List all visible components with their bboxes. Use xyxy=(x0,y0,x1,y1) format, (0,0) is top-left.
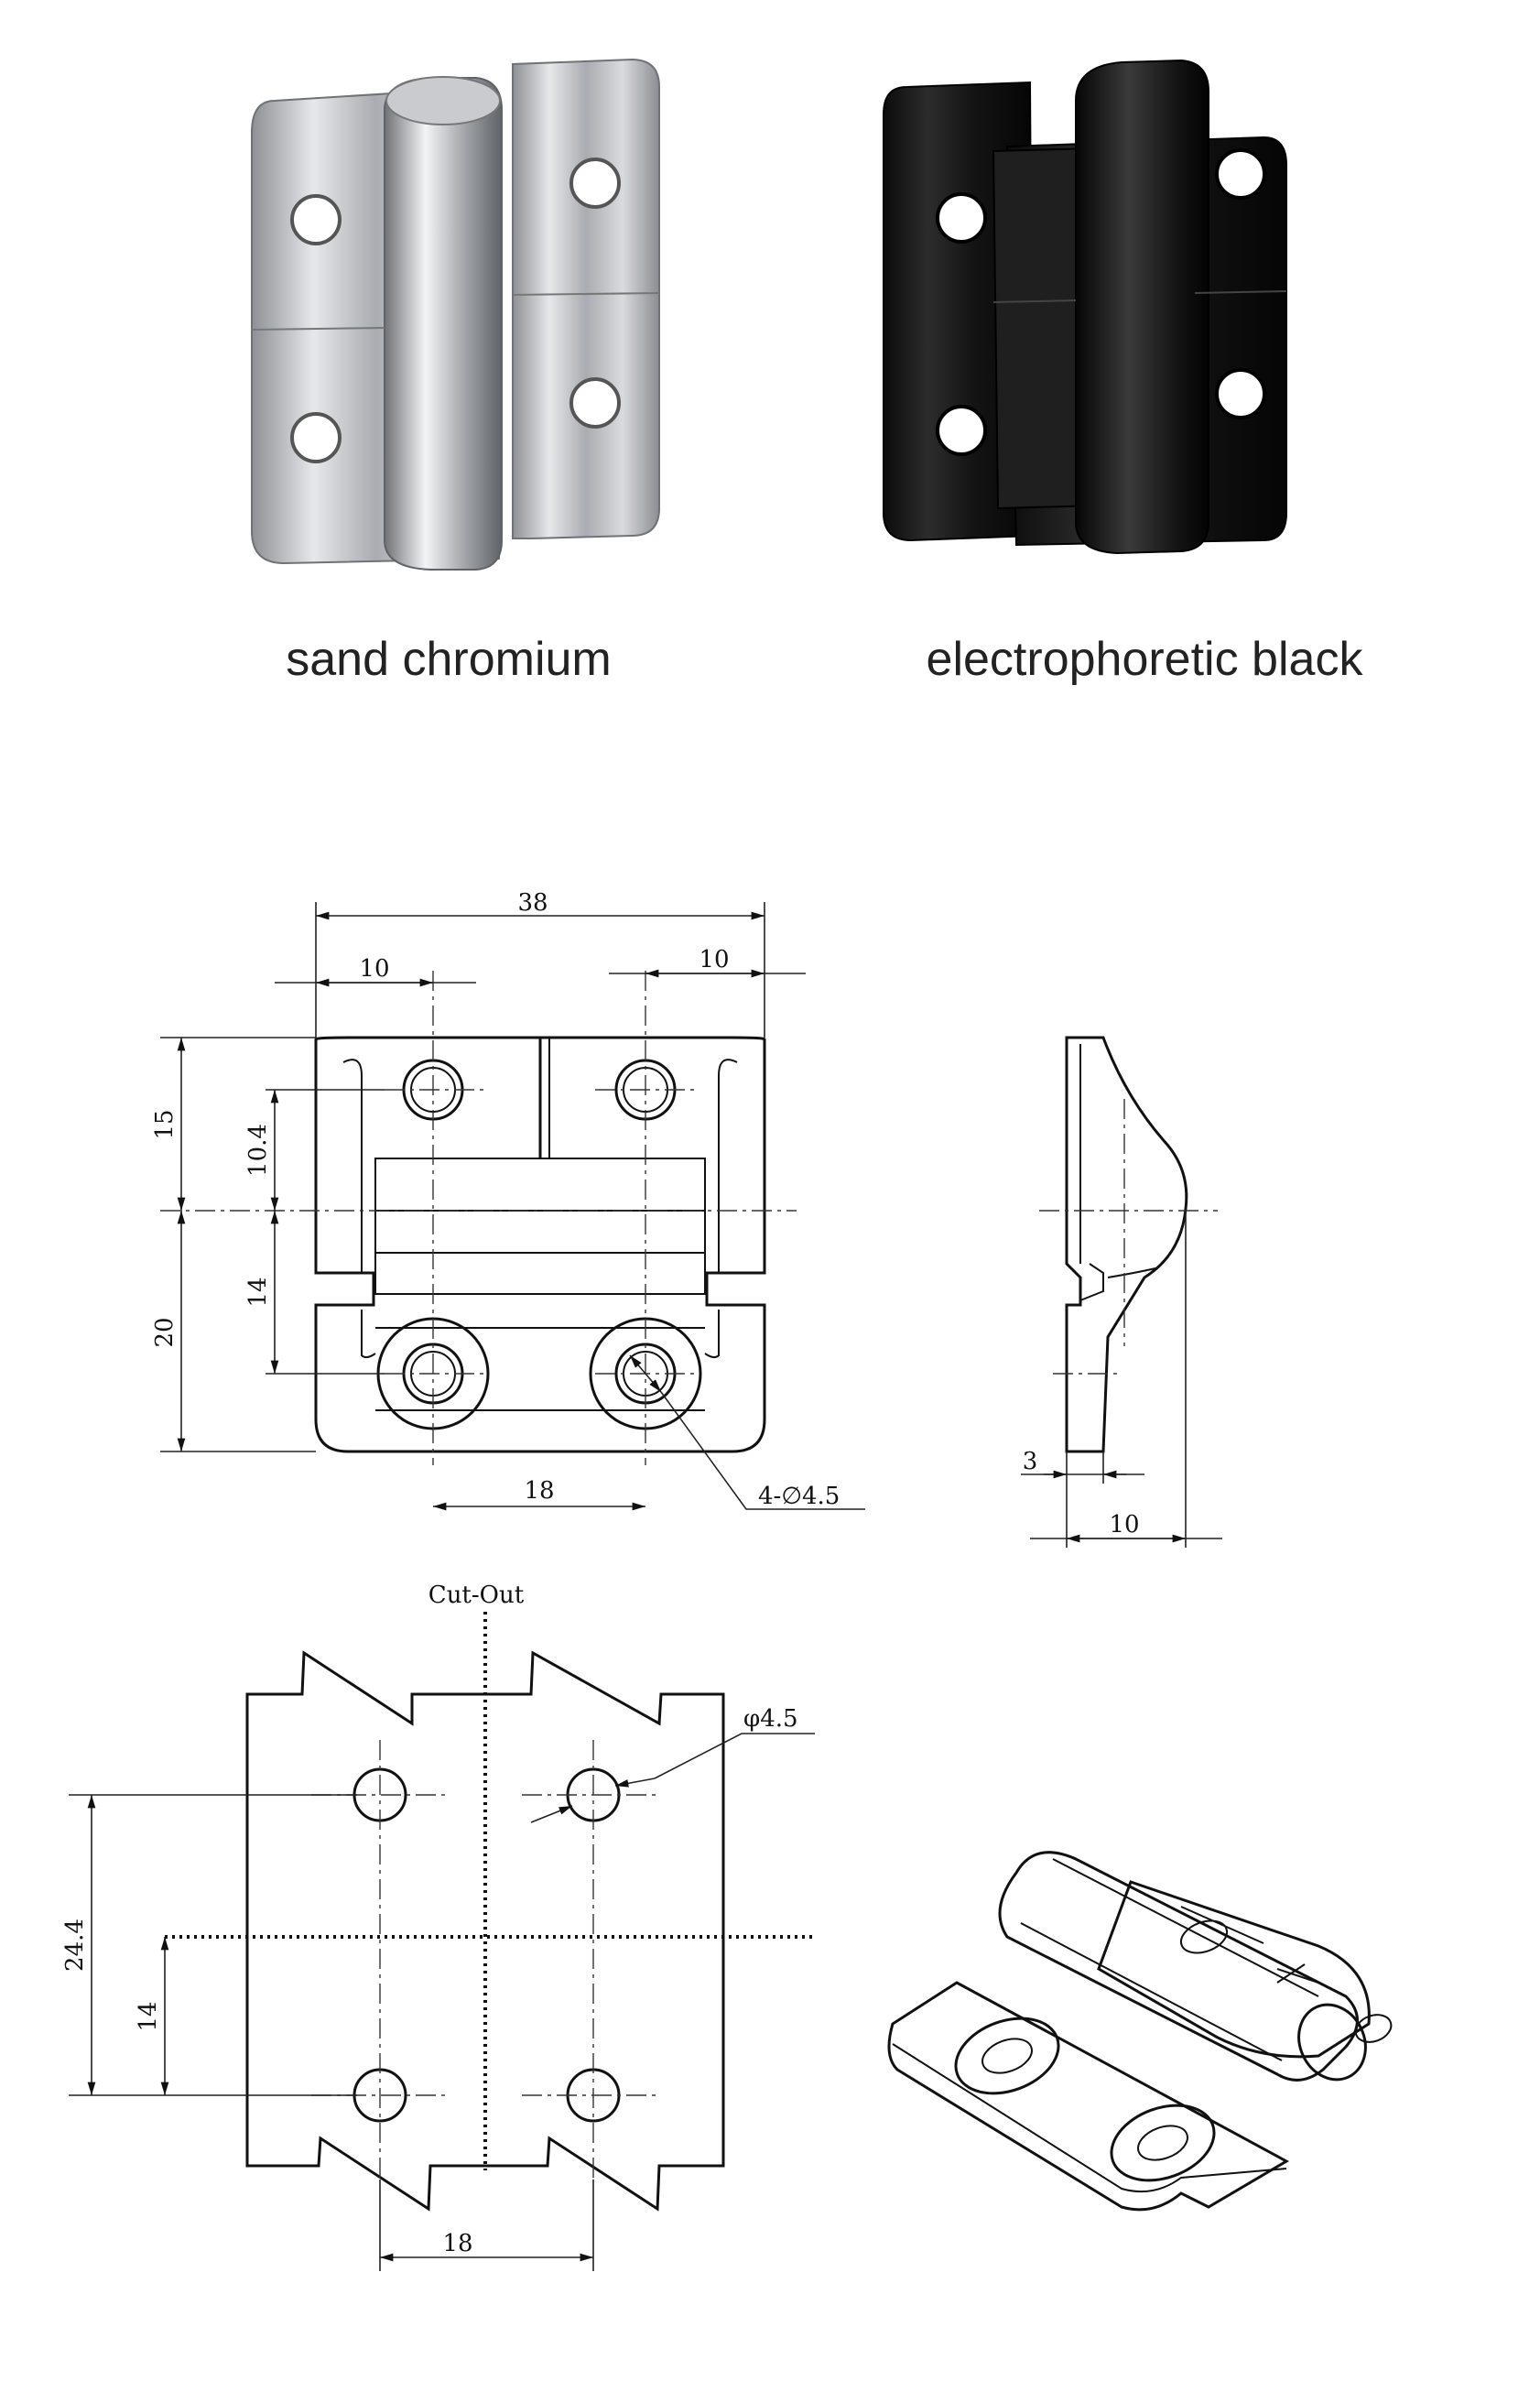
dim-plate-thickness: 3 xyxy=(1023,1448,1038,1475)
cutout-vertical-spacing: 24.4 xyxy=(61,1919,89,1972)
dim-upper-height: 15 xyxy=(151,1109,179,1139)
dim-lower-hole: 14 xyxy=(244,1277,272,1307)
front-view-drawing: 38 10 10 15 20 10.4 14 xyxy=(151,889,865,1511)
finish-label-electrophoretic-black: electrophoretic black xyxy=(926,633,1363,686)
cutout-horizontal-spacing: 18 xyxy=(442,2230,472,2257)
cutout-hole: φ4.5 xyxy=(743,1705,798,1733)
cutout-offset: 14 xyxy=(135,2001,162,2031)
dim-right-offset: 10 xyxy=(699,946,729,973)
dim-width: 38 xyxy=(517,889,548,917)
dim-left-offset: 10 xyxy=(359,955,389,983)
dim-upper-hole: 10.4 xyxy=(244,1124,272,1177)
side-view-drawing: 3 10 xyxy=(1021,1036,1222,1548)
isometric-hinge-drawing xyxy=(887,1851,1393,2212)
dim-hole-spacing: 18 xyxy=(524,1477,554,1505)
dim-depth: 10 xyxy=(1109,1511,1139,1538)
cutout-title: Cut-Out xyxy=(428,1582,525,1609)
sand-chromium-hinge-photo xyxy=(251,58,660,571)
electrophoretic-black-hinge-photo xyxy=(883,59,1287,555)
finish-label-sand-chromium: sand chromium xyxy=(286,633,612,686)
dim-holes: 4-∅4.5 xyxy=(758,1483,840,1510)
cutout-drawing: Cut-Out φ4.5 24.4 xyxy=(61,1582,815,2271)
dim-lower-height: 20 xyxy=(151,1317,179,1347)
